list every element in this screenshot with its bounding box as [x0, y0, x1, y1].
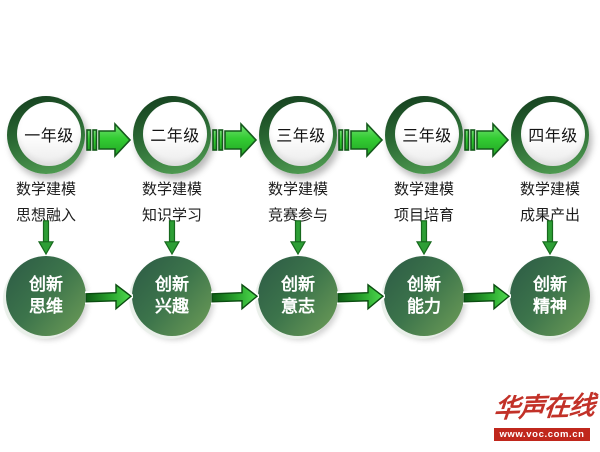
grade-node: 四年级 — [511, 96, 589, 174]
focus-line2: 竞赛参与 — [267, 207, 328, 224]
outcome-node: 创新 精神 — [510, 256, 590, 336]
outcome-node: 创新 意志 — [258, 256, 338, 336]
grade-column: 一年级 数学建模 思想融入 创新 思维 — [0, 0, 98, 452]
grade-node: 二年级 — [133, 96, 211, 174]
grade-label: 三年级 — [402, 128, 452, 145]
striped-right-arrow-icon — [464, 123, 509, 157]
focus-line1: 数学建模 — [267, 181, 328, 198]
grade-node-face: 三年级 — [395, 102, 459, 166]
focus-text: 数学建模 成果产出 — [498, 177, 600, 229]
grade-node-face: 三年级 — [269, 102, 333, 166]
block-right-arrow-icon — [85, 282, 133, 312]
voc-logo-url: www.voc.com.cn — [494, 428, 590, 441]
focus-line2: 项目培育 — [393, 207, 454, 224]
outcome-line1: 创新 — [155, 275, 189, 294]
outcome-line1: 创新 — [533, 275, 567, 294]
block-right-arrow-icon — [211, 282, 259, 312]
grade-node-face: 二年级 — [143, 102, 207, 166]
outcome-node: 创新 能力 — [384, 256, 464, 336]
voc-logo: 华声在线 www.voc.com.cn — [492, 390, 596, 441]
grade-column: 四年级 数学建模 成果产出 创新 精神 — [498, 0, 600, 452]
outcome-line2: 兴趣 — [155, 297, 189, 316]
focus-line1: 数学建模 — [15, 181, 76, 198]
focus-text: 数学建模 知识学习 — [120, 177, 224, 229]
grade-label: 四年级 — [528, 128, 578, 145]
outcome-line2: 意志 — [281, 297, 315, 316]
grade-column: 二年级 数学建模 知识学习 创新 兴趣 — [120, 0, 224, 452]
grade-label: 三年级 — [276, 128, 326, 145]
focus-text: 数学建模 思想融入 — [0, 177, 98, 229]
outcome-line2: 精神 — [533, 297, 567, 316]
grade-column: 三年级 数学建模 项目培育 创新 能力 — [372, 0, 476, 452]
grade-label: 一年级 — [24, 128, 74, 145]
grade-node: 三年级 — [259, 96, 337, 174]
grade-column: 三年级 数学建模 竞赛参与 创新 意志 — [246, 0, 350, 452]
voc-logo-text: 华声在线 — [492, 391, 596, 424]
focus-text: 数学建模 项目培育 — [372, 177, 476, 229]
down-arrow-icon — [164, 220, 180, 255]
down-arrow-icon — [416, 220, 432, 255]
grade-node: 三年级 — [385, 96, 463, 174]
grade-node-face: 一年级 — [17, 102, 81, 166]
down-arrow-icon — [542, 220, 558, 255]
grade-label: 二年级 — [150, 128, 200, 145]
block-right-arrow-icon — [337, 282, 385, 312]
grade-node: 一年级 — [7, 96, 85, 174]
outcome-line1: 创新 — [407, 275, 441, 294]
outcome-line1: 创新 — [29, 275, 63, 294]
block-right-arrow-icon — [463, 282, 511, 312]
down-arrow-icon — [290, 220, 306, 255]
focus-line2: 知识学习 — [141, 207, 202, 224]
striped-right-arrow-icon — [212, 123, 257, 157]
outcome-node: 创新 兴趣 — [132, 256, 212, 336]
focus-line1: 数学建模 — [393, 181, 454, 198]
focus-line2: 成果产出 — [519, 207, 580, 224]
grade-node-face: 四年级 — [521, 102, 585, 166]
focus-line2: 思想融入 — [15, 207, 76, 224]
down-arrow-icon — [38, 220, 54, 255]
focus-line1: 数学建模 — [519, 181, 580, 198]
outcome-line2: 能力 — [407, 297, 441, 316]
striped-right-arrow-icon — [86, 123, 131, 157]
outcome-line1: 创新 — [281, 275, 315, 294]
focus-text: 数学建模 竞赛参与 — [246, 177, 350, 229]
striped-right-arrow-icon — [338, 123, 383, 157]
focus-line1: 数学建模 — [141, 181, 202, 198]
outcome-line2: 思维 — [29, 297, 63, 316]
outcome-node: 创新 思维 — [6, 256, 86, 336]
